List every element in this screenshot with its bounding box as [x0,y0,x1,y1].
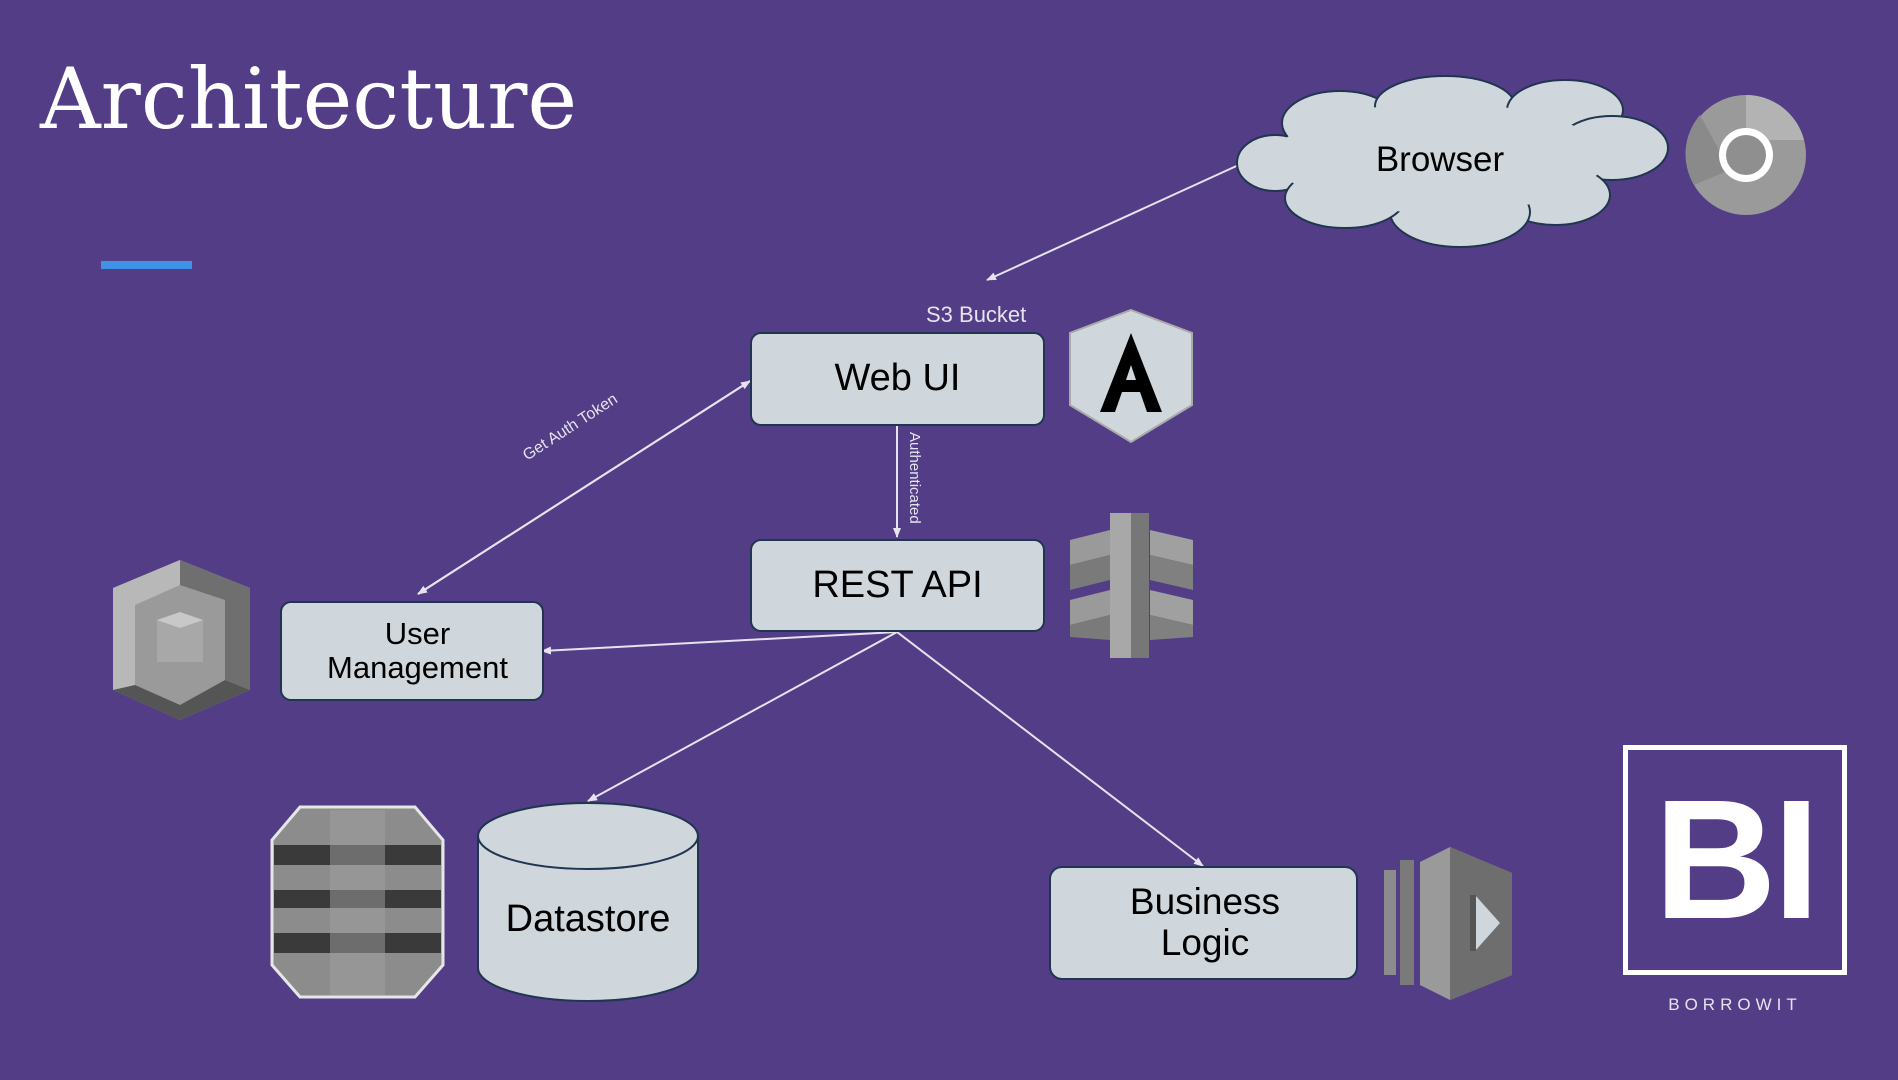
api-gateway-icon [1070,513,1193,658]
dynamodb-icon [270,805,445,999]
arrow-restapi-to-usermgmt [541,631,898,655]
cognito-icon [113,560,250,720]
brand-name: BORROWIT [1668,995,1802,1014]
browser-label: Browser [1375,139,1505,179]
title-accent-bar [101,261,192,269]
chrome-icon [1685,95,1806,215]
user-management-node [280,601,544,701]
authenticated-label: Authenticated [906,432,923,524]
arrow-browser-to-webui [986,162,1244,281]
user-management-label: User Management [327,615,508,685]
business-logic-label: Business Logic [1129,881,1281,963]
brand-logo: BI [1623,745,1847,975]
rest-api-label: REST API [812,563,983,606]
datastore-node [477,802,699,1002]
arrow-restapi-to-datastore [587,631,898,802]
connector-lines [417,162,1244,867]
brand-logo-text: BI [1654,765,1820,955]
rest-api-node [750,539,1045,632]
browser-cloud [1236,75,1669,248]
lambda-icon [1384,847,1512,1000]
slide-title: Architecture [40,50,578,148]
arrow-restapi-to-businesslogic [896,631,1204,867]
business-logic-node [1049,866,1358,980]
web-ui-label: Web UI [834,357,961,400]
angular-icon [1069,308,1193,444]
arrow-webui-to-usermgmt [417,380,751,595]
web-ui-node [750,332,1045,426]
s3-bucket-label: S3 Bucket [926,302,1027,327]
datastore-label: Datastore [505,898,671,941]
